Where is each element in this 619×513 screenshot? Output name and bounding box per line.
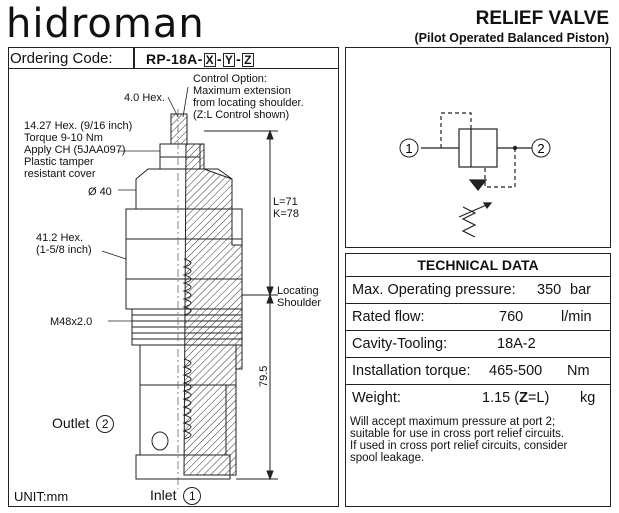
weight-label: Weight: (352, 390, 401, 406)
symbol-port-2 (531, 138, 551, 158)
diameter-icon: Ø (88, 186, 97, 198)
cavity-value: 18A-2 (497, 336, 536, 352)
control-option-line: Control Option: (193, 73, 267, 85)
tech-row-torque: Installation torque: 465-500 Nm (345, 358, 611, 385)
technical-note-line: Will accept maximum pressure at port 2; (350, 416, 556, 428)
spring (182, 258, 192, 440)
control-option-note: Control Option: Maximum extension from l… (193, 73, 304, 121)
length-l-label: L=71 (273, 196, 298, 208)
technical-note-line: If used in cross port relief circuits, c… (350, 440, 568, 452)
tech-row-pressure: Max. Operating pressure: 350 bar (345, 277, 611, 304)
flow-value: 760 (499, 309, 524, 325)
control-option-line: (Z:L Control shown) (193, 109, 290, 121)
symbol-port-1-text: 1 (405, 141, 412, 156)
ordering-code-option-z: Z (242, 53, 254, 67)
cap-hex-line: resistant cover (24, 168, 96, 180)
page-title: RELIEF VALVE (475, 8, 609, 29)
locating-line: Shoulder (277, 297, 322, 309)
overall-length-label: 79.5 (258, 365, 270, 387)
flow-unit: l/min (561, 309, 592, 325)
technical-data-heading: TECHNICAL DATA (345, 253, 611, 277)
body-hex-note: 41.2 Hex. (1-5/8 inch) (36, 232, 92, 256)
weight-value: 1.15 (Z=L) (482, 390, 550, 406)
ordering-code-prefix: RP-18A- (146, 51, 203, 67)
ordering-code-option-y: Y (222, 53, 236, 67)
symbol-port-1 (399, 138, 419, 158)
technical-note-line: spool leakage. (350, 452, 425, 464)
ordering-divider (133, 47, 135, 69)
body-hex-line: 41.2 Hex. (36, 232, 84, 244)
port-2-circle: 2 (96, 415, 115, 433)
outlet-label: Outlet (52, 415, 90, 431)
leader-lines (101, 86, 274, 322)
ordering-code-separator: - (216, 51, 222, 67)
torque-unit: Nm (567, 363, 590, 379)
section-hatched (183, 143, 243, 476)
inlet-port-label: Inlet 1 (150, 486, 202, 505)
control-option-line: Maximum extension (193, 85, 291, 97)
length-k-label: K=78 (273, 208, 299, 220)
hidroman-logo: hidroman (6, 1, 205, 47)
cap-hex-note: 14.27 Hex. (9/16 inch) Torque 9-10 Nm Ap… (24, 120, 132, 180)
outlet-hole (151, 431, 169, 451)
hydraulic-symbol: 1 2 (399, 112, 551, 238)
pressure-value: 350 (537, 282, 562, 298)
ordering-code-label: Ordering Code: (10, 50, 113, 67)
locating-shoulder-label: Locating Shoulder (277, 285, 321, 309)
valve-cross-section-drawing (101, 86, 278, 489)
tech-row-cavity: Cavity-Tooling: 18A-2 (345, 331, 611, 358)
thread-label: M48x2.0 (50, 316, 93, 328)
outlet-port-label: Outlet 2 (52, 414, 115, 433)
technical-frame (345, 253, 611, 507)
torque-label: Installation torque: (352, 363, 471, 379)
torque-value: 465-500 (489, 363, 543, 379)
pressure-label: Max. Operating pressure: (352, 282, 516, 298)
adjusting-screw (170, 113, 188, 145)
inlet-label: Inlet (150, 487, 177, 503)
dimension-lines (204, 129, 278, 481)
symbol-frame (345, 47, 611, 248)
drawing-frame (8, 47, 339, 507)
ordering-code: RP-18A-X-Y-Z (146, 50, 255, 68)
cavity-label: Cavity-Tooling: (352, 336, 448, 352)
page-subtitle: (Pilot Operated Balanced Piston) (414, 31, 609, 45)
cap-hex-line: 14.27 Hex. (9/16 inch) (24, 120, 133, 132)
cap-hex-line: Apply CH (5JAA097) (24, 144, 126, 156)
pressure-unit: bar (570, 282, 591, 298)
locating-line: Locating (277, 285, 319, 297)
technical-note: Will accept maximum pressure at port 2; … (350, 416, 608, 464)
ordering-code-separator: - (236, 51, 242, 67)
cap-hex-line: Torque 9-10 Nm (24, 132, 103, 144)
port-1-circle: 1 (183, 487, 202, 505)
weight-unit: kg (580, 390, 596, 406)
cap-hex-line: Plastic tamper (24, 156, 94, 168)
flow-label: Rated flow: (352, 309, 425, 325)
body-hex-line: (1-5/8 inch) (36, 244, 92, 256)
technical-note-line: suitable for use in cross port relief ci… (350, 428, 565, 440)
symbol-port-2-text: 2 (537, 141, 544, 156)
tech-row-flow: Rated flow: 760 l/min (345, 304, 611, 331)
ordering-code-option-x: X (203, 53, 216, 67)
unit-label: UNIT:mm (14, 489, 69, 504)
small-hex-label: 4.0 Hex. (124, 92, 165, 104)
ordering-code-row (8, 47, 339, 69)
control-option-line: from locating shoulder. (193, 97, 304, 109)
tech-row-weight: Weight: 1.15 (Z=L) kg (345, 385, 611, 412)
